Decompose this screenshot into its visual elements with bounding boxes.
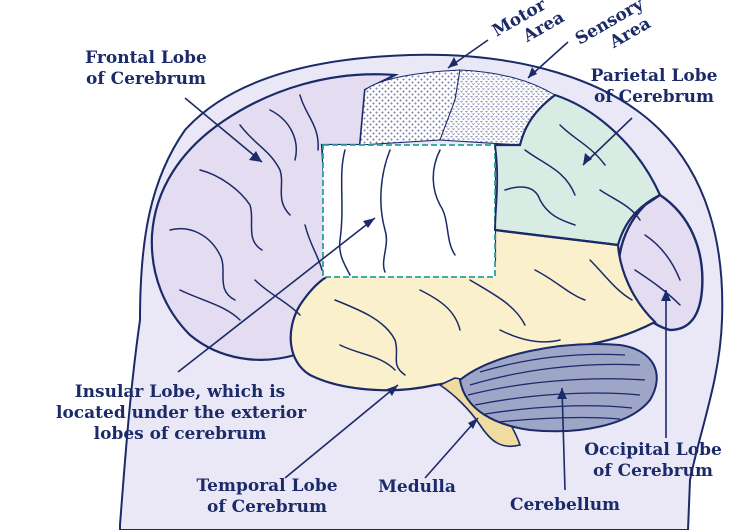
medulla-label: Medulla [372, 477, 462, 498]
occipital-lobe-label: Occipital Lobe of Cerebrum [578, 440, 728, 482]
temporal-lobe-label-line2: of Cerebrum [207, 497, 327, 517]
occipital-lobe-label-line2: of Cerebrum [593, 461, 713, 481]
insular-lobe-label-line1: Insular Lobe, which is [74, 382, 286, 402]
insular-lobe-label: Insular Lobe, which is located under the… [56, 382, 307, 445]
parietal-lobe-label-line1: Parietal Lobe [590, 66, 718, 86]
frontal-lobe-label: Frontal Lobe of Cerebrum [78, 48, 214, 90]
occipital-lobe-label-line1: Occipital Lobe [584, 440, 722, 460]
parietal-lobe-label-line2: of Cerebrum [594, 87, 714, 107]
parietal-lobe [493, 93, 662, 247]
frontal-lobe-label-line1: Frontal Lobe [85, 48, 207, 68]
cerebellum-folia [467, 353, 646, 423]
insular-lobe-label-line3: lobes of cerebrum [93, 424, 267, 444]
cerebellum-label: Cerebellum [508, 495, 622, 516]
insular-lobe-box [322, 144, 496, 278]
temporal-lobe-label: Temporal Lobe of Cerebrum [196, 476, 338, 518]
insular-lobe-label-line2: located under the exterior [56, 403, 307, 423]
frontal-lobe-label-line2: of Cerebrum [86, 69, 206, 89]
cerebellum-label-line1: Cerebellum [509, 495, 621, 515]
medulla-label-line1: Medulla [378, 477, 456, 497]
arrowheads [249, 57, 671, 429]
cerebellum [458, 343, 658, 433]
temporal-lobe-label-line1: Temporal Lobe [196, 476, 338, 496]
parietal-lobe-label: Parietal Lobe of Cerebrum [584, 66, 724, 108]
occipital-lobe [617, 193, 704, 332]
gyri-lines [169, 94, 681, 376]
